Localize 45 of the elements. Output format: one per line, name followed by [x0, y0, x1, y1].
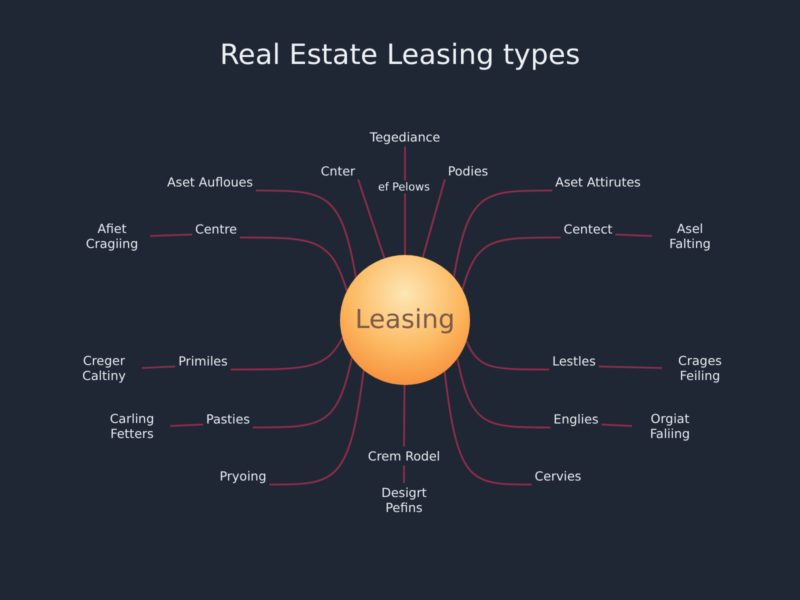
center-circle: Leasing	[340, 255, 470, 385]
branch-line	[422, 179, 446, 258]
branch-text: Aset Attirutes	[555, 174, 641, 190]
branch-line	[230, 337, 344, 370]
branch-text: Asel Falting	[655, 221, 725, 251]
branch-line	[170, 424, 204, 427]
branch-text: Englies	[554, 412, 598, 426]
branch-line	[444, 371, 532, 486]
branch-text: Tegediance	[370, 130, 440, 144]
branch-text: Crages Feiling	[665, 353, 735, 383]
branch-text: Centect	[564, 222, 612, 236]
branch-line	[252, 357, 353, 428]
branch-line	[615, 234, 652, 237]
branch-text: Aset Aufloues	[167, 174, 253, 190]
branch-text: ef Pelows	[376, 180, 432, 194]
branch-text: Podies	[448, 164, 488, 178]
branch-text: Pryoing	[220, 468, 266, 484]
branch-text: Lestles	[552, 354, 596, 368]
branch-line	[256, 190, 357, 278]
branch-line	[466, 340, 550, 370]
branch-line	[357, 179, 386, 259]
branch-line	[240, 236, 348, 292]
branch-text: Pasties	[206, 412, 250, 426]
branch-text: Cnter	[320, 164, 356, 178]
branch-line	[142, 366, 176, 369]
branch-text: Centre	[195, 222, 237, 236]
branch-text: Desigrt Pefins	[369, 485, 439, 515]
branch-text: Primiles	[178, 354, 228, 368]
branch-text: Creger Caltiny	[69, 353, 139, 383]
branch-line	[403, 466, 405, 483]
branch-line	[452, 190, 552, 278]
branch-line	[598, 366, 662, 369]
branch-line	[403, 385, 406, 446]
branch-text: Cervies	[534, 468, 582, 484]
branch-text: Orgiat Faliing	[635, 411, 705, 441]
branch-line	[456, 358, 551, 428]
diagram-title: Real Estate Leasing types	[218, 38, 582, 71]
branch-text: Afiet Cragiing	[77, 221, 147, 251]
branch-text: Carling Fetters	[97, 411, 167, 441]
branch-line	[601, 424, 632, 427]
branch-text: Crem Rodel	[368, 448, 440, 464]
branch-line	[150, 234, 192, 237]
branch-line	[269, 370, 365, 486]
branch-line	[404, 146, 406, 255]
branch-line	[462, 236, 561, 290]
